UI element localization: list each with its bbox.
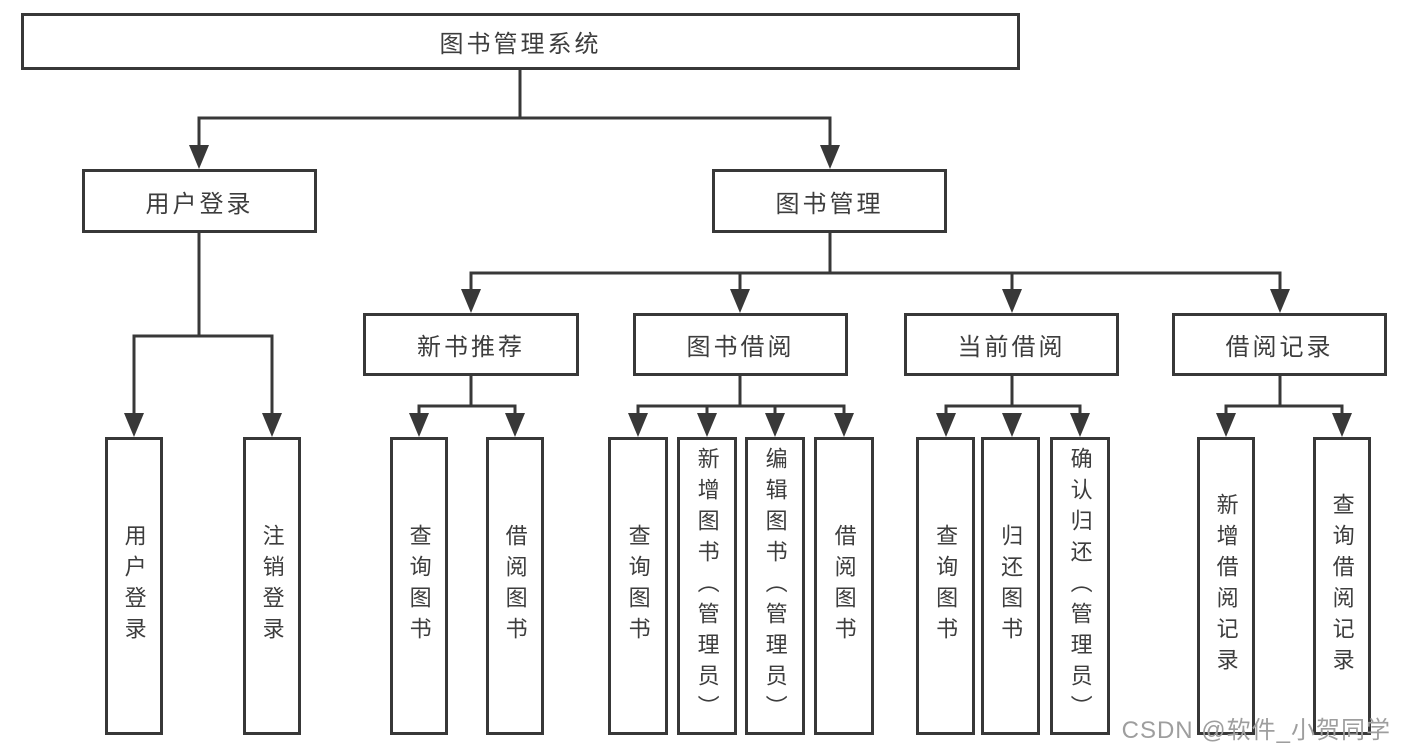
csdn-watermark: CSDN @软件_小贺同学 <box>1121 717 1391 744</box>
leaf-confirm-return-admin-label: 确认归还（管理员） <box>1067 446 1093 726</box>
leaf-query-borrow-record-label: 查询借阅记录 <box>1329 493 1355 679</box>
leaf-query-books-recommend: 查询图书 <box>390 437 448 735</box>
node-borrowing-records: 借阅记录 <box>1172 313 1387 376</box>
node-book-borrowing: 图书借阅 <box>633 313 848 376</box>
leaf-add-borrow-record-label: 新增借阅记录 <box>1213 493 1239 679</box>
leaf-borrow-books-recommend-label: 借阅图书 <box>502 524 528 648</box>
leaf-query-books-current-label: 查询图书 <box>933 524 959 648</box>
leaf-borrow-books-recommend: 借阅图书 <box>486 437 544 735</box>
leaf-edit-book-admin-label: 编辑图书（管理员） <box>762 446 788 726</box>
leaf-add-book-admin-label: 新增图书（管理员） <box>694 446 720 726</box>
node-current-borrowing: 当前借阅 <box>904 313 1119 376</box>
leaf-edit-book-admin: 编辑图书（管理员） <box>745 437 805 735</box>
node-book-management: 图书管理 <box>712 169 947 233</box>
node-root-system: 图书管理系统 <box>21 13 1020 70</box>
leaf-query-books-recommend-label: 查询图书 <box>406 524 432 648</box>
node-new-book-recommendation: 新书推荐 <box>363 313 579 376</box>
leaf-borrow-books-borrowing-label: 借阅图书 <box>831 524 857 648</box>
leaf-query-books-current: 查询图书 <box>916 437 975 735</box>
leaf-query-books-borrowing-label: 查询图书 <box>625 524 651 648</box>
leaf-query-borrow-record: 查询借阅记录 <box>1313 437 1371 735</box>
leaf-add-book-admin: 新增图书（管理员） <box>677 437 737 735</box>
leaf-query-books-borrowing: 查询图书 <box>608 437 668 735</box>
leaf-return-book-label: 归还图书 <box>998 524 1024 648</box>
leaf-add-borrow-record: 新增借阅记录 <box>1197 437 1255 735</box>
leaf-user-login: 用户登录 <box>105 437 163 735</box>
leaf-logout-label: 注销登录 <box>259 524 285 648</box>
leaf-user-login-label: 用户登录 <box>121 524 147 648</box>
leaf-return-book: 归还图书 <box>981 437 1040 735</box>
leaf-confirm-return-admin: 确认归还（管理员） <box>1050 437 1110 735</box>
leaf-borrow-books-borrowing: 借阅图书 <box>814 437 874 735</box>
leaf-logout: 注销登录 <box>243 437 301 735</box>
node-user-login: 用户登录 <box>82 169 317 233</box>
